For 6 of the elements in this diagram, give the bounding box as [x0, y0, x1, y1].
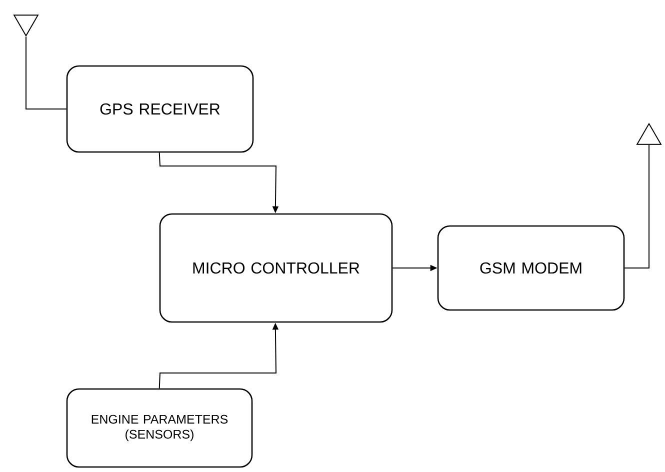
block-box: GSM MODEM	[437, 225, 625, 311]
block-box: MICRO CONTROLLER	[159, 213, 393, 323]
block-box: ENGINE PARAMETERS (SENSORS)	[66, 388, 253, 468]
connector-line	[26, 36, 67, 110]
block-box: GPS RECEIVER	[66, 65, 254, 153]
connector-line	[624, 144, 650, 268]
